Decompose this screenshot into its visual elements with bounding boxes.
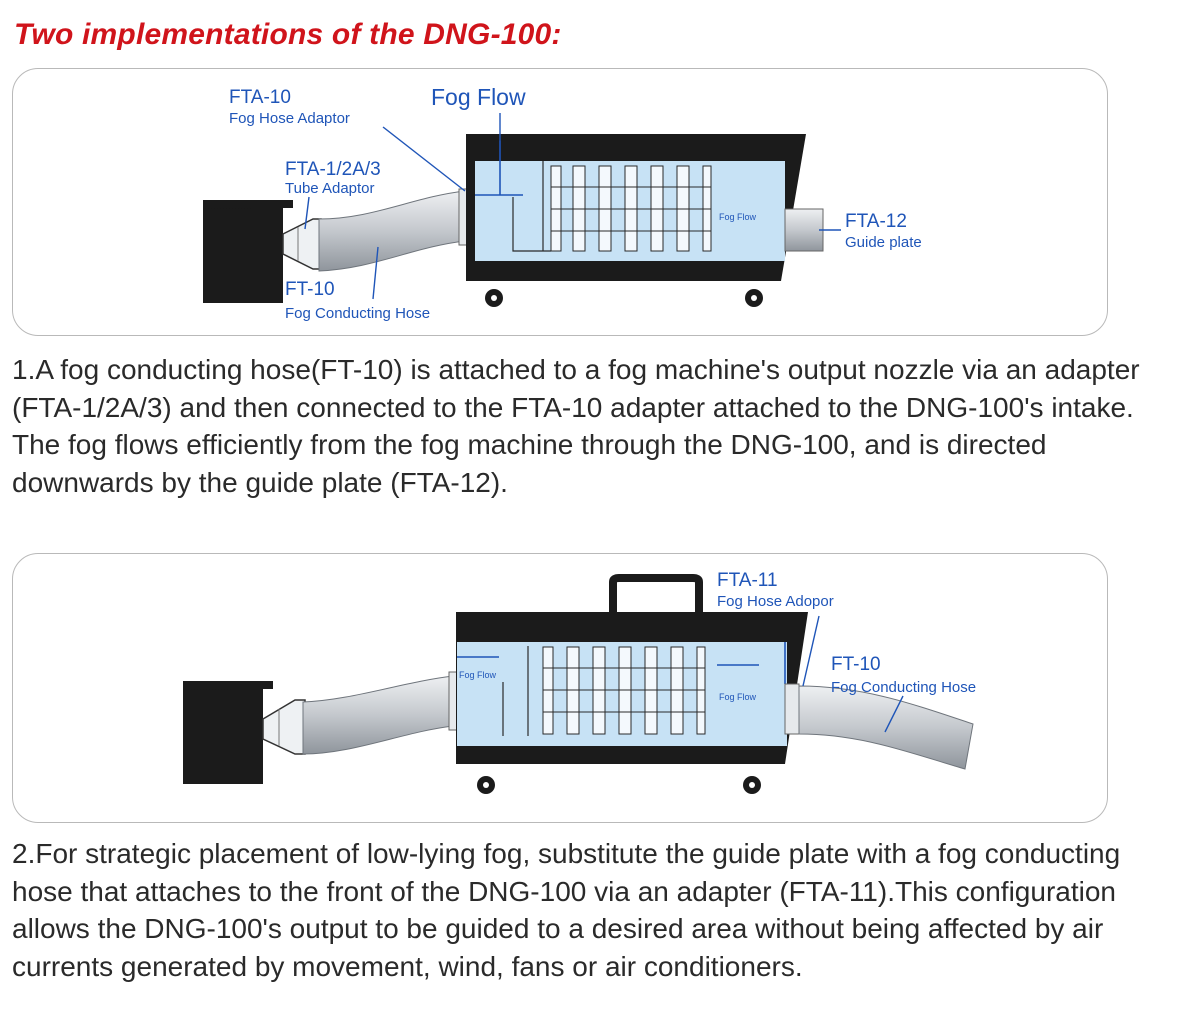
- fog-flow-label: Fog Flow: [431, 84, 526, 110]
- ft-10-name-label: Fog Conducting Hose: [285, 305, 430, 322]
- ft-10-code-label: FT-10: [831, 654, 881, 675]
- tube-adaptor-icon: [262, 699, 306, 755]
- fta-11-leader-line: [802, 615, 820, 687]
- fta-11-adaptor-icon: [784, 683, 800, 735]
- ft-10-name-label: Fog Conducting Hose: [831, 679, 976, 696]
- fta-11-code-label: FTA-11: [717, 570, 778, 591]
- diagram-guide-plate: Fog Flow FTA-10 Fog Hose Adaptor Fog Flo…: [203, 84, 922, 322]
- ft-10-leader-line: [884, 695, 904, 733]
- fog-machine-icon: [203, 200, 293, 303]
- ft-10-leader-line: [372, 246, 379, 300]
- fta-10-leader-line: [382, 126, 466, 192]
- ft-10-code-label: FT-10: [285, 279, 335, 300]
- fta-1-2a-3-name-label: Tube Adaptor: [285, 180, 375, 197]
- fta-1-2a-3-code-label: FTA-1/2A/3: [285, 159, 381, 180]
- inner-fog-flow-out-label: Fog Flow: [719, 692, 757, 702]
- output-fog-conducting-hose-icon: [798, 685, 974, 770]
- guide-plate-icon: [784, 208, 824, 252]
- diagram-panel-hose-output: Fog Flow Fog Flow FTA-11 Fog Hose Adopor…: [12, 553, 1108, 823]
- fog-conducting-hose-icon: [318, 190, 466, 272]
- inner-fog-flow-in-label: Fog Flow: [459, 670, 497, 680]
- diagram-hose-output: Fog Flow Fog Flow FTA-11 Fog Hose Adopor…: [183, 570, 976, 794]
- fog-conducting-hose-icon: [302, 675, 454, 755]
- fog-machine-icon: [183, 681, 273, 784]
- fta-1-2a-3-leader-line: [304, 196, 310, 230]
- page-title: Two implementations of the DNG-100:: [14, 18, 562, 51]
- fta-11-name-label: Fog Hose Adopor: [717, 593, 834, 610]
- fta-10-name-label: Fog Hose Adaptor: [229, 110, 350, 127]
- diagram-panel-guide-plate: Fog Flow FTA-10 Fog Hose Adaptor Fog Flo…: [12, 68, 1108, 336]
- description-implementation-1: 1.A fog conducting hose(FT-10) is attach…: [12, 354, 1140, 498]
- description-implementation-2: 2.For strategic placement of low-lying f…: [12, 838, 1121, 982]
- fta-12-code-label: FTA-12: [845, 211, 907, 232]
- fta-12-name-label: Guide plate: [845, 234, 922, 251]
- dng-100-machine-icon: [466, 134, 806, 307]
- fta-10-code-label: FTA-10: [229, 87, 291, 108]
- tube-adaptor-icon: [282, 218, 322, 270]
- dng-100-machine-icon: [456, 574, 808, 794]
- inner-fog-flow-label: Fog Flow: [719, 212, 757, 222]
